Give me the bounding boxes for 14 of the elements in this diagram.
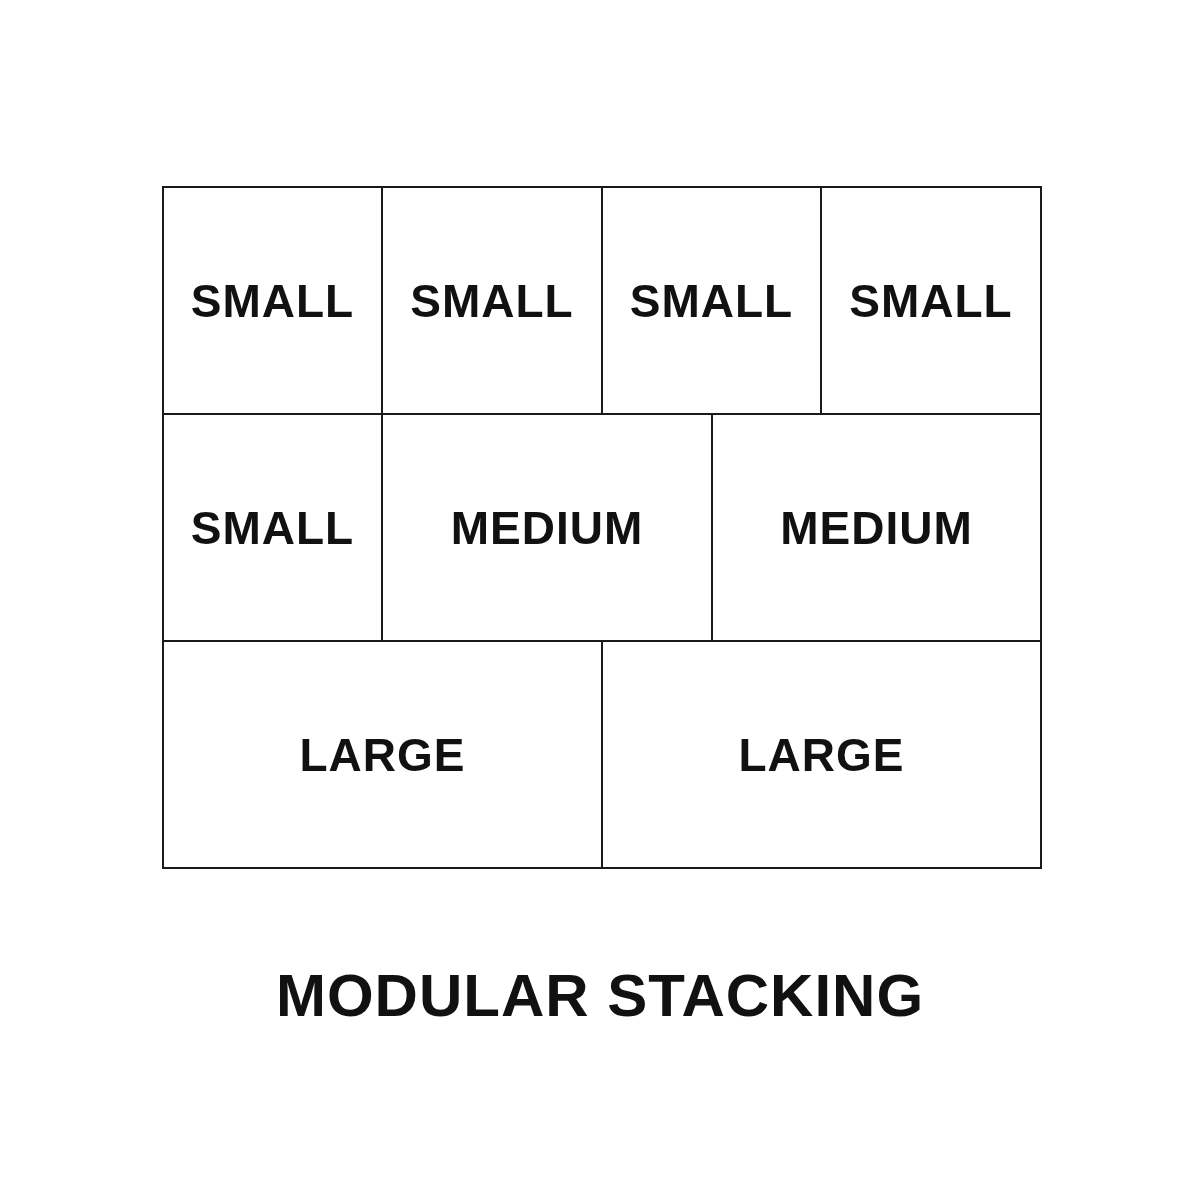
cell-label: SMALL [190,277,355,324]
cell-label: LARGE [299,731,466,778]
cell-label: SMALL [629,277,794,324]
cell-label: SMALL [190,504,355,551]
cell-label: LARGE [738,731,905,778]
grid-cell [601,640,1042,869]
cell-label: SMALL [849,277,1013,324]
cell-label: SMALL [410,277,574,324]
grid-cell [162,186,383,415]
cell-label: MEDIUM [450,504,644,551]
cell-label: MEDIUM [780,504,973,551]
caption: MODULAR STACKING [275,966,925,1026]
grid-cell [162,640,603,869]
grid-cell [820,186,1042,415]
